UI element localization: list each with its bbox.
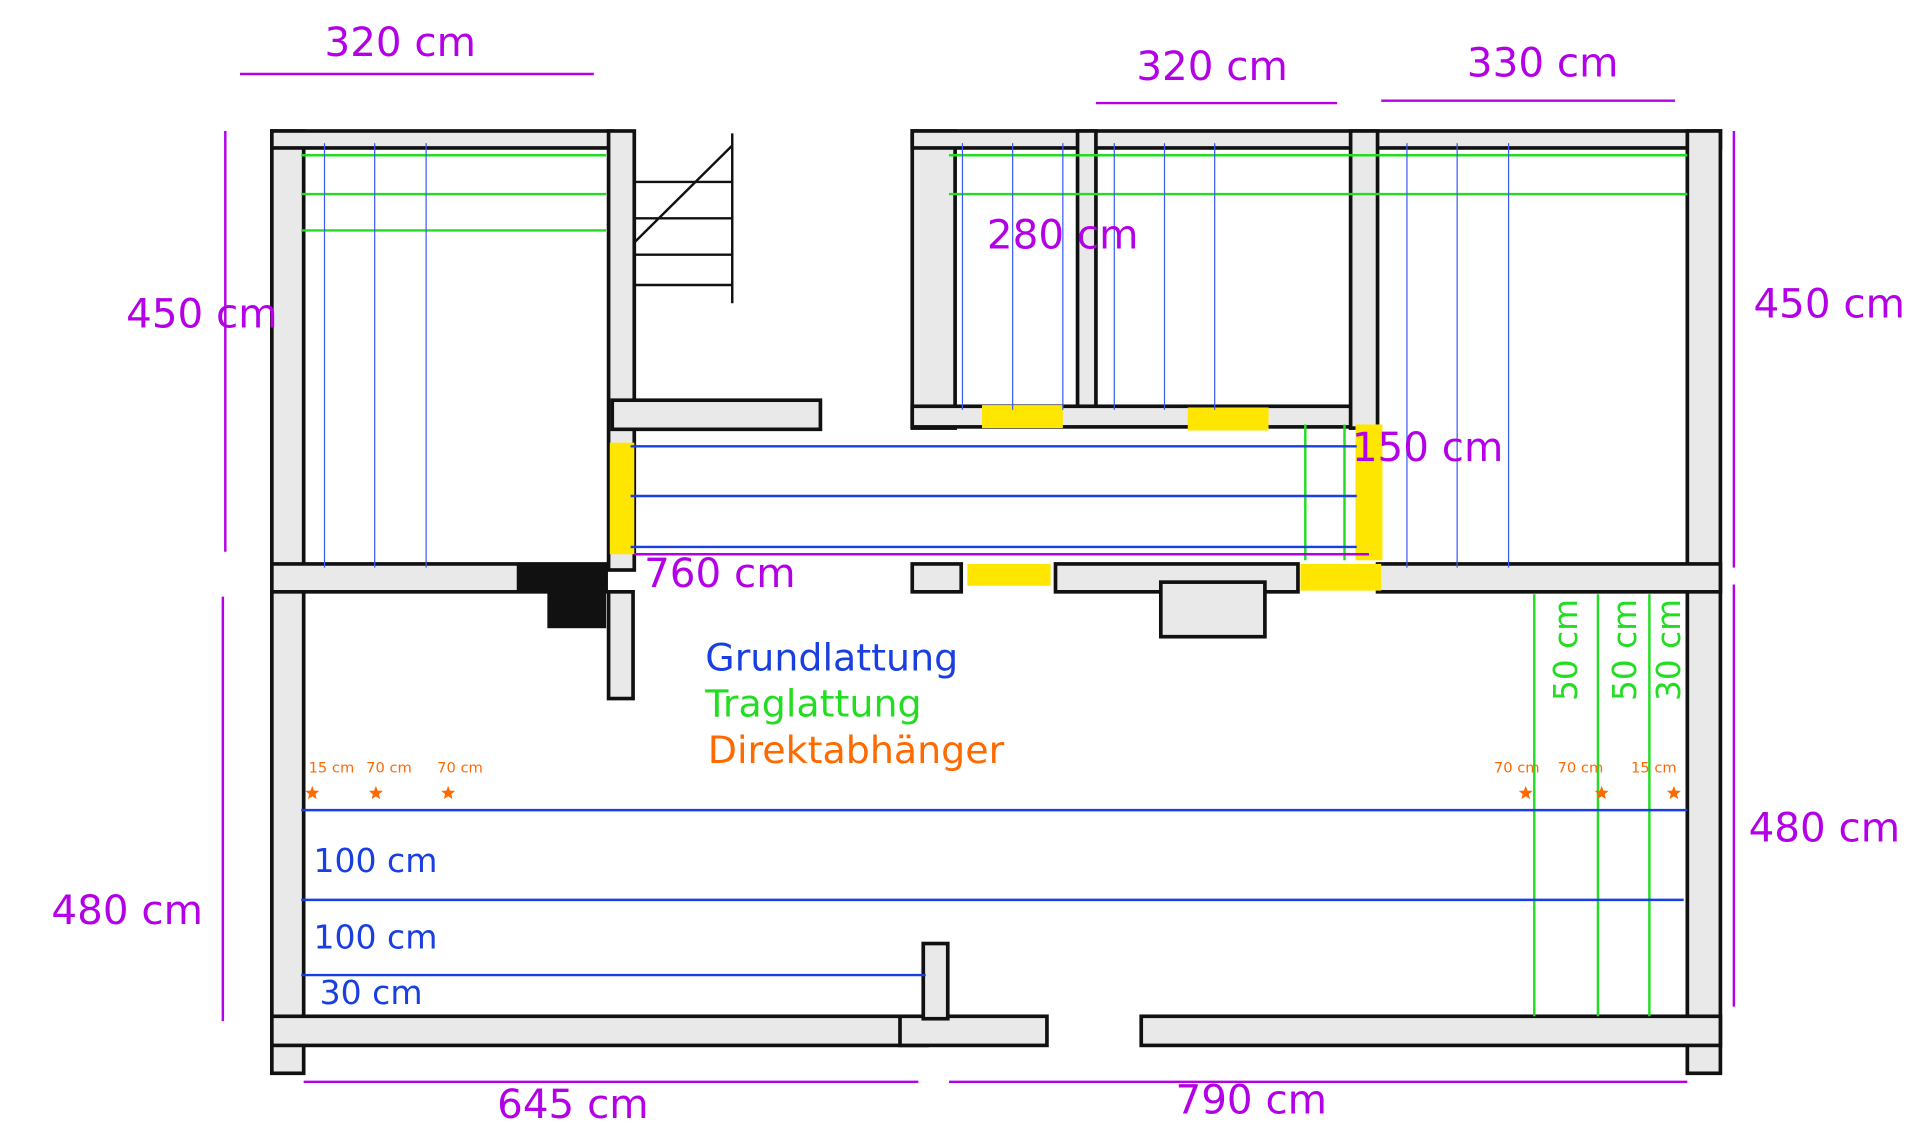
dim-bottom-right: 790 cm [1176, 1077, 1328, 1123]
dim-right-lower: 480 cm [1749, 806, 1901, 852]
legend-traglattung: Traglattung [704, 682, 921, 726]
star-icon [305, 785, 320, 800]
spacing-labels: 100 cm 100 cm 30 cm 50 cm 50 cm 30 cm 15… [309, 599, 1688, 1012]
markers-yellow [609, 405, 1383, 591]
legend-direktabhaenger: Direktabhänger [708, 728, 1005, 772]
dim-top-right: 330 cm [1467, 41, 1619, 87]
dim-room-mid: 280 cm [987, 213, 1139, 259]
star-icon [1594, 785, 1609, 800]
dim-left-lower: 480 cm [51, 888, 203, 934]
staircase [633, 133, 734, 304]
star-icon [1666, 785, 1681, 800]
star-icon [441, 785, 456, 800]
star-icon [1518, 785, 1533, 800]
dimension-labels: 320 cm 320 cm 330 cm 450 cm 450 cm 480 c… [51, 20, 1905, 1128]
traglattung-lines [301, 154, 1688, 1017]
star-icon [368, 785, 383, 800]
star-label: 15 cm [309, 760, 355, 777]
star-label: 15 cm [1631, 760, 1677, 777]
blue-spacing-2: 100 cm [313, 918, 437, 957]
green-spacing-3: 30 cm [1649, 599, 1688, 701]
dimension-lines [221, 72, 1736, 1083]
dim-top-left: 320 cm [324, 20, 476, 66]
grundlattung-lines [301, 143, 1688, 977]
dim-left-upper: 450 cm [126, 292, 278, 338]
star-label: 70 cm [1494, 760, 1540, 777]
dim-right-upper: 450 cm [1753, 282, 1905, 328]
dim-corridor-width: 150 cm [1352, 425, 1504, 471]
star-label: 70 cm [437, 760, 483, 777]
dim-bottom-left: 645 cm [497, 1082, 649, 1128]
legend: Grundlattung Traglattung Direktabhänger [704, 636, 1004, 772]
blue-spacing-1: 100 cm [313, 841, 437, 880]
legend-grundlattung: Grundlattung [705, 636, 958, 680]
dim-top-mid: 320 cm [1136, 44, 1288, 90]
blue-spacing-3: 30 cm [320, 973, 423, 1012]
green-spacing-1: 50 cm [1546, 599, 1585, 701]
dim-corridor-length: 760 cm [644, 551, 796, 597]
green-spacing-2: 50 cm [1605, 599, 1644, 701]
star-label: 70 cm [1558, 760, 1604, 777]
star-label: 70 cm [366, 760, 412, 777]
direktabhaenger-stars [305, 785, 1681, 800]
